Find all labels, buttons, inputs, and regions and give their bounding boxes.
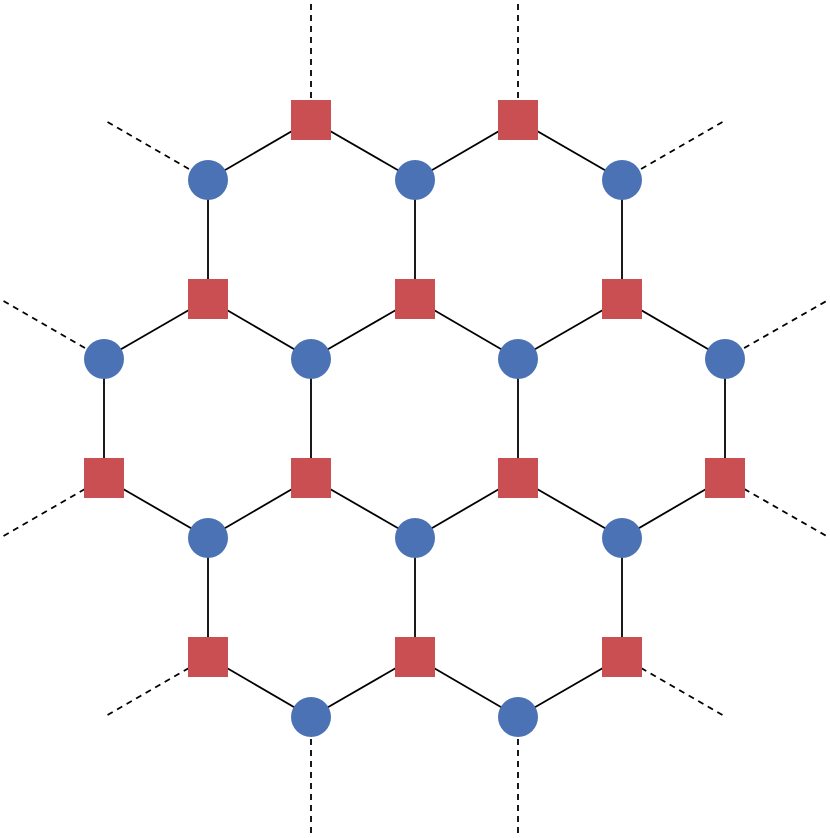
square-node-2 — [498, 100, 538, 140]
circle-node-10 — [602, 518, 642, 558]
square-node-8 — [498, 458, 538, 498]
dashed-bond-6 — [724, 298, 830, 360]
circle-node-3 — [602, 160, 642, 200]
dashed-bond-9 — [103, 656, 209, 718]
circle-node-1 — [188, 160, 228, 200]
circle-node-11 — [291, 697, 331, 737]
square-node-12 — [602, 637, 642, 677]
square-node-7 — [291, 458, 331, 498]
dashed-bond-8 — [724, 477, 830, 539]
circle-node-7 — [705, 339, 745, 379]
dashed-bond-7 — [0, 477, 105, 539]
dashed-bond-3 — [103, 119, 209, 181]
circle-node-4 — [84, 339, 124, 379]
square-node-9 — [705, 458, 745, 498]
circle-node-9 — [395, 518, 435, 558]
solid-bonds — [103, 119, 726, 718]
circle-node-12 — [498, 697, 538, 737]
circle-node-5 — [291, 339, 331, 379]
square-node-11 — [395, 637, 435, 677]
square-node-3 — [188, 279, 228, 319]
circle-node-6 — [498, 339, 538, 379]
square-node-6 — [84, 458, 124, 498]
circle-node-8 — [188, 518, 228, 558]
square-node-10 — [188, 637, 228, 677]
dashed-bond-4 — [621, 119, 727, 181]
circle-node-2 — [395, 160, 435, 200]
dashed-bond-10 — [621, 656, 727, 718]
square-node-5 — [602, 279, 642, 319]
square-node-1 — [291, 100, 331, 140]
lattice-nodes — [84, 100, 745, 737]
square-node-4 — [395, 279, 435, 319]
dashed-bond-5 — [0, 298, 105, 360]
